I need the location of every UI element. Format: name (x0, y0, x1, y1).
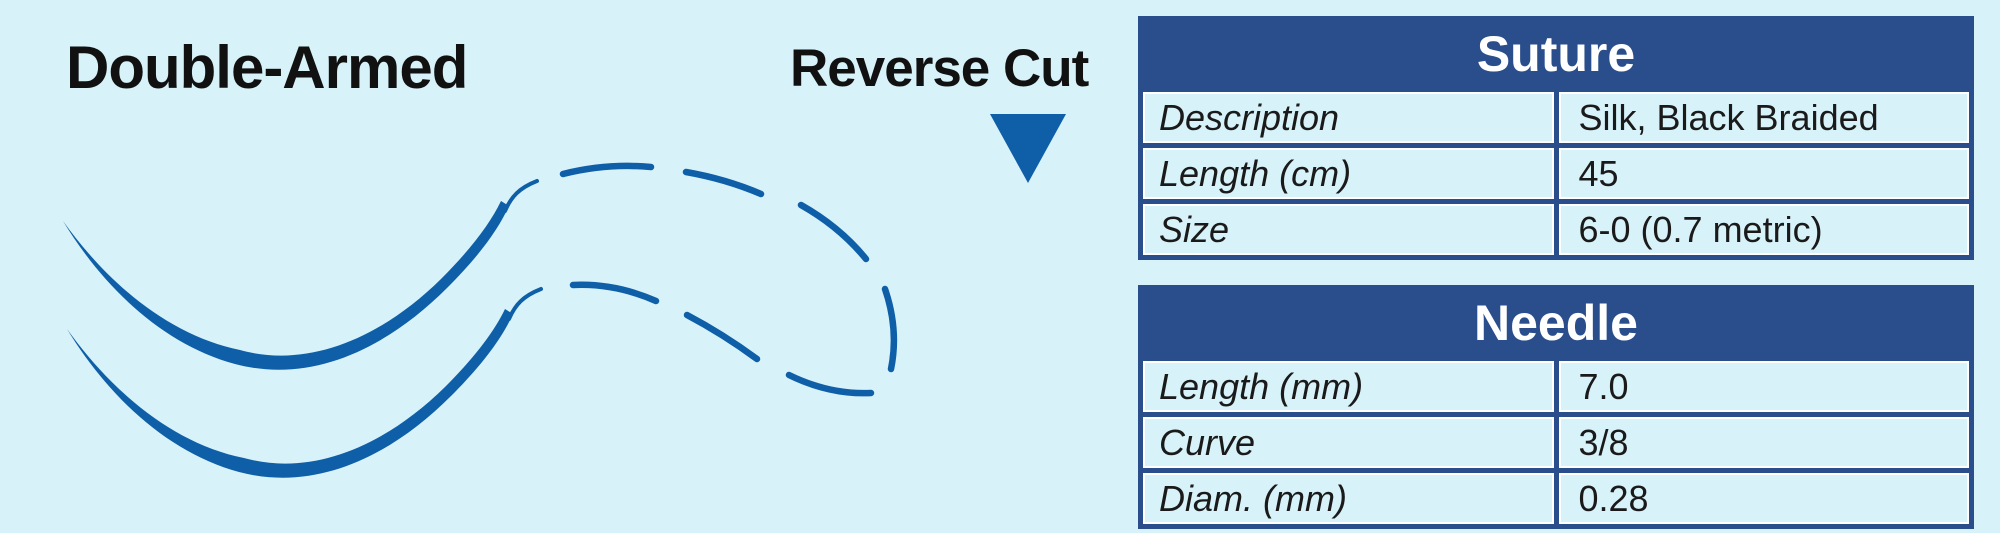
row-label: Description (1143, 92, 1554, 143)
row-label: Diam. (mm) (1143, 473, 1554, 524)
table-header-row: Suture (1143, 21, 1969, 87)
table-row: Curve 3/8 (1143, 417, 1969, 468)
lower-needle-swage-hook (507, 287, 543, 321)
row-value: 0.28 (1558, 473, 1969, 524)
upper-thread-dash (881, 285, 898, 373)
lower-thread-dash (683, 311, 761, 363)
row-label: Length (cm) (1143, 148, 1554, 199)
row-label: Curve (1143, 417, 1554, 468)
table-row: Length (mm) 7.0 (1143, 361, 1969, 412)
row-value: 3/8 (1558, 417, 1969, 468)
row-value: Silk, Black Braided (1558, 92, 1969, 143)
needle-table: Needle Length (mm) 7.0 Curve 3/8 Diam. (… (1138, 285, 1974, 529)
upper-needle (63, 201, 509, 370)
row-label: Size (1143, 204, 1554, 255)
row-label: Length (mm) (1143, 361, 1554, 412)
row-value: 7.0 (1558, 361, 1969, 412)
table-row: Diam. (mm) 0.28 (1143, 473, 1969, 524)
upper-needle-swage-hook (503, 179, 539, 213)
triangle-down-icon (990, 114, 1066, 183)
double-armed-label: Double-Armed (66, 34, 468, 101)
row-value: 6-0 (0.7 metric) (1558, 204, 1969, 255)
row-value: 45 (1558, 148, 1969, 199)
upper-thread-dash (682, 168, 765, 198)
table-row: Description Silk, Black Braided (1143, 92, 1969, 143)
reverse-cut-label: Reverse Cut (790, 39, 1089, 98)
lower-thread-dash (569, 281, 660, 305)
upper-thread-dash (797, 201, 870, 263)
suture-table-title: Suture (1143, 21, 1969, 87)
table-row: Size 6-0 (0.7 metric) (1143, 204, 1969, 255)
table-header-row: Needle (1143, 290, 1969, 356)
lower-thread-dash (785, 371, 875, 397)
table-row: Length (cm) 45 (1143, 148, 1969, 199)
suture-table: Suture Description Silk, Black Braided L… (1138, 16, 1974, 260)
lower-needle (67, 309, 513, 478)
needle-table-title: Needle (1143, 290, 1969, 356)
upper-thread-dash (559, 162, 655, 178)
